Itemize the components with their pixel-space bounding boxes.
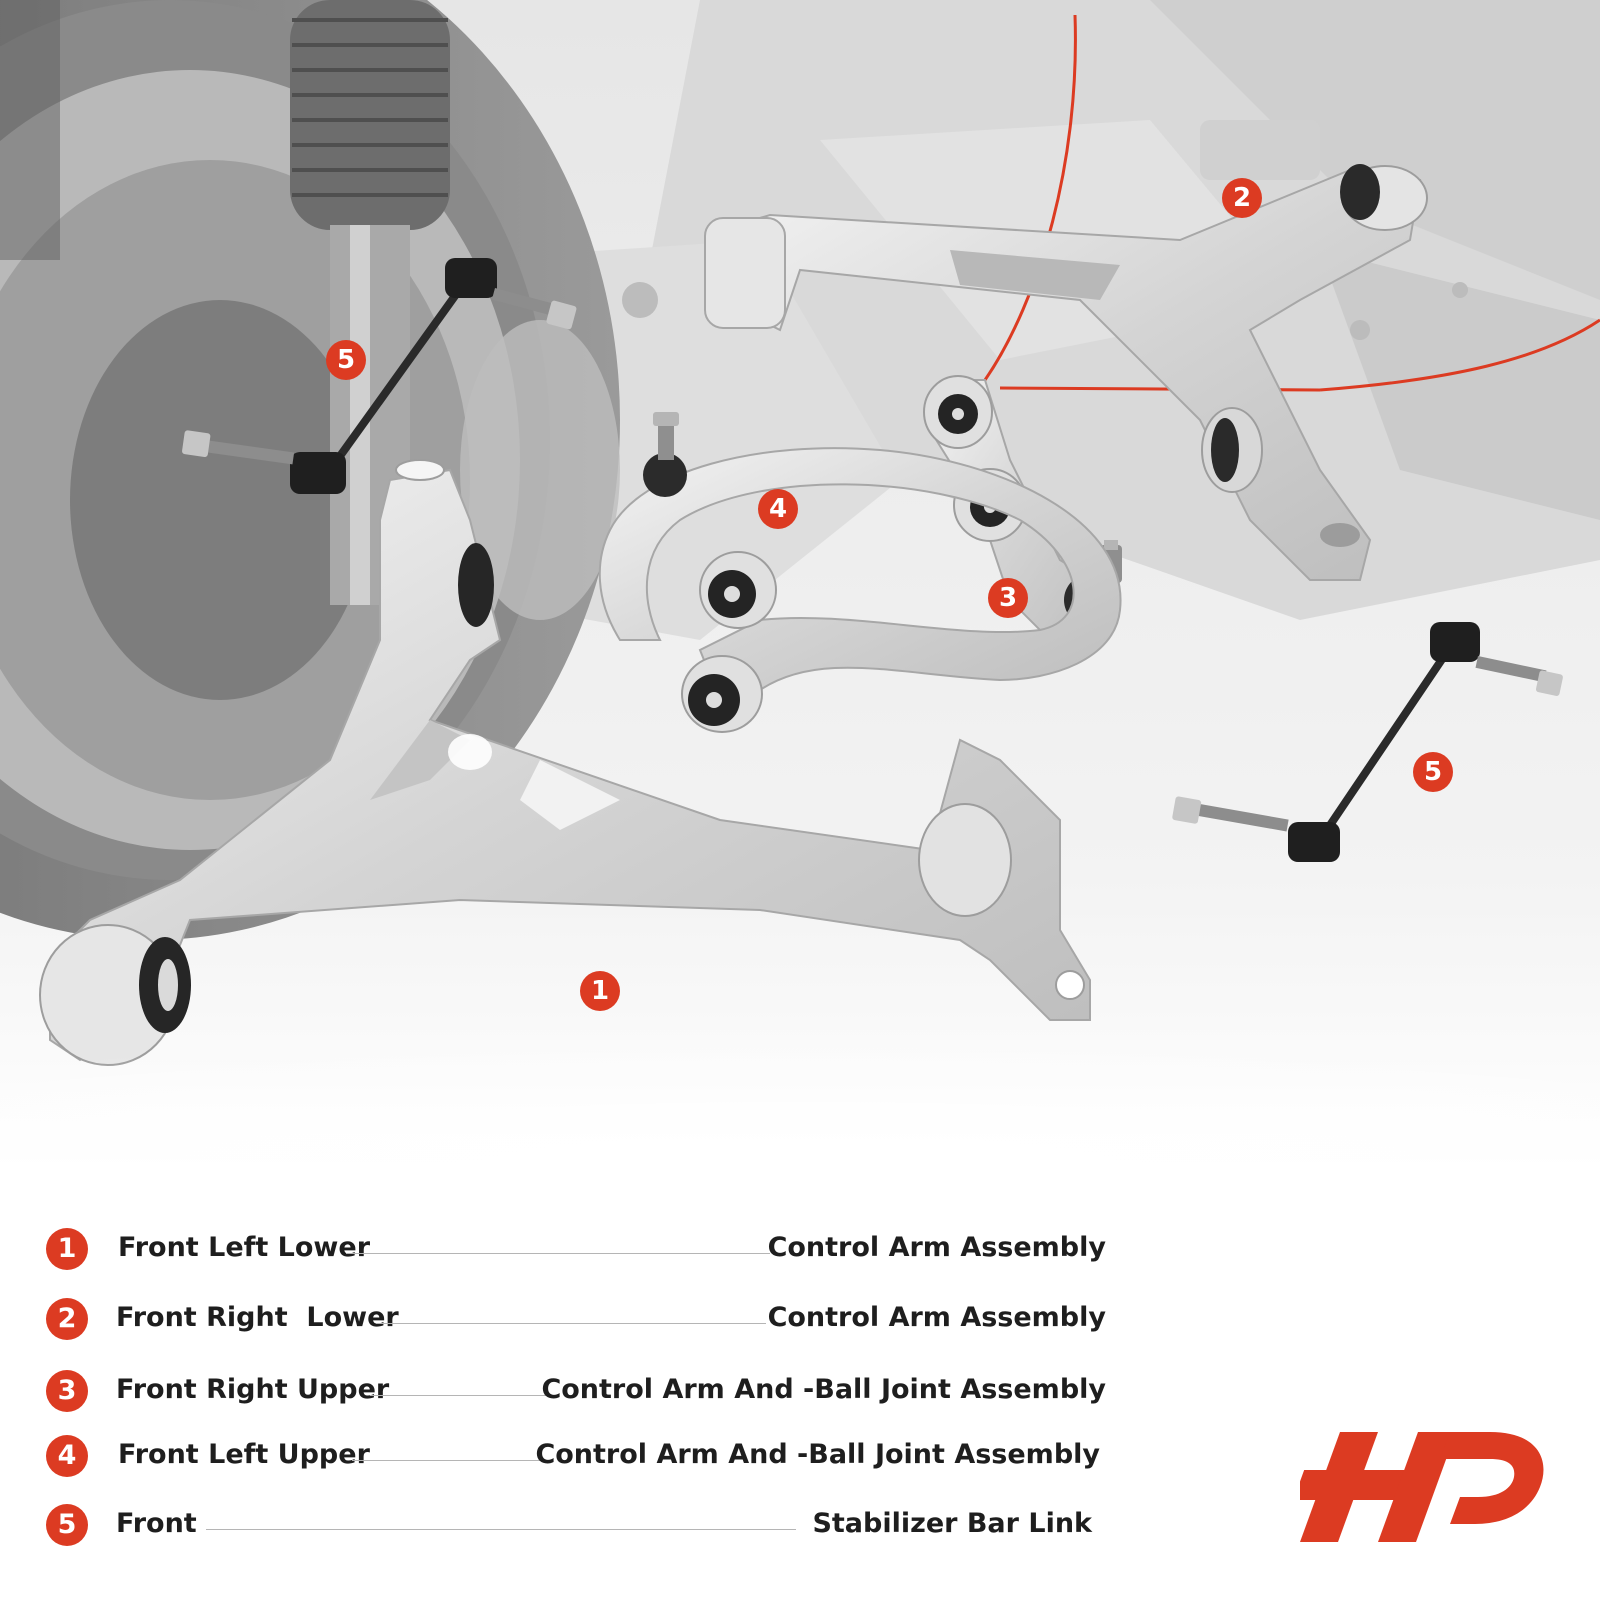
- legend-row-5: 5 Front Stabilizer Bar Link: [46, 1502, 1106, 1548]
- part-front-right-lower-control-arm: [704, 164, 1428, 581]
- legend-number-badge: 2: [46, 1298, 88, 1340]
- legend-part-type: Control Arm And -Ball Joint Assembly: [541, 1374, 1106, 1405]
- legend-row-4: 4 Front Left Upper Control Arm And -Ball…: [46, 1433, 1106, 1479]
- legend-part-position: Front Right Lower: [116, 1302, 399, 1333]
- legend-row-3: 3 Front Right Upper Control Arm And -Bal…: [46, 1368, 1106, 1414]
- legend-leader-line: [346, 1253, 770, 1254]
- legend-part-type: Control Arm And -Ball Joint Assembly: [535, 1439, 1100, 1470]
- legend-part-position: Front Right Upper: [116, 1374, 390, 1405]
- legend-part-type: Stabilizer Bar Link: [812, 1508, 1092, 1539]
- legend-part-position: Front Left Upper: [118, 1439, 370, 1470]
- callout-2: 2: [1222, 178, 1262, 218]
- legend-leader-line: [206, 1529, 796, 1530]
- callout-5-right: 5: [1413, 752, 1453, 792]
- legend-leader-line: [370, 1395, 550, 1396]
- legend-row-2: 2 Front Right Lower Control Arm Assembly: [46, 1296, 1106, 1342]
- callout-4: 4: [758, 489, 798, 529]
- legend-leader-line: [376, 1323, 766, 1324]
- ap-brand-logo-icon: [1300, 1432, 1544, 1542]
- legend-part-position: Front Left Lower: [118, 1232, 371, 1263]
- legend-part-type: Control Arm Assembly: [767, 1232, 1106, 1263]
- part-stabilizer-link-left: [182, 258, 577, 494]
- legend-part-position: Front: [116, 1508, 197, 1539]
- legend-number-badge: 5: [46, 1504, 88, 1546]
- legend-row-1: 1 Front Left Lower Control Arm Assembly: [46, 1226, 1106, 1272]
- callout-1: 1: [580, 971, 620, 1011]
- legend-leader-line: [352, 1460, 548, 1461]
- product-scene-illustration: [0, 0, 1600, 1170]
- part-front-left-upper-control-arm: [598, 412, 1122, 733]
- callout-5-left: 5: [326, 340, 366, 380]
- legend-number-badge: 3: [46, 1370, 88, 1412]
- part-stabilizer-link-right: [1172, 622, 1563, 862]
- legend-part-type: Control Arm Assembly: [767, 1302, 1106, 1333]
- legend-number-badge: 1: [46, 1228, 88, 1270]
- legend-number-badge: 4: [46, 1435, 88, 1477]
- callout-3: 3: [988, 578, 1028, 618]
